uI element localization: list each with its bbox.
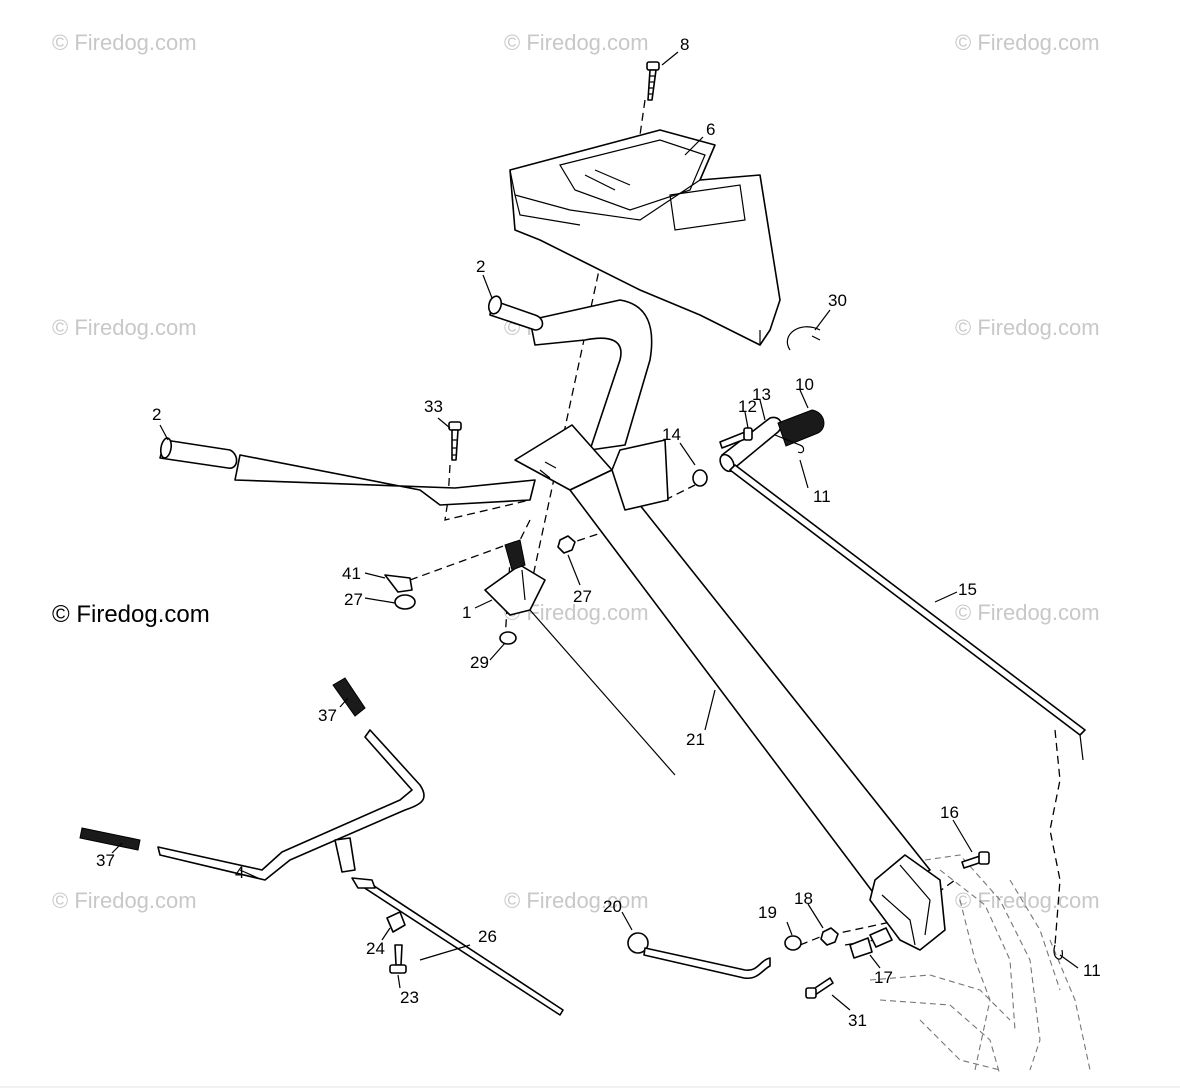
part-11-pin-top	[774, 434, 805, 454]
watermark-top-center: © Firedog.com	[504, 30, 649, 55]
callout-13: 13	[752, 385, 771, 404]
callout-41: 41	[342, 564, 361, 583]
callout-21: 21	[686, 730, 705, 749]
part-2-grip-top	[487, 295, 544, 331]
callout-17: 17	[874, 968, 893, 987]
callout-6: 6	[706, 120, 715, 139]
part-1-bracket	[484, 539, 676, 776]
part-41-clip	[384, 574, 413, 593]
callout-10: 10	[795, 375, 814, 394]
callout-11-top: 11	[813, 487, 831, 506]
watermark-mid-left: © Firedog.com	[52, 315, 197, 340]
callout-27-mid: 27	[573, 587, 592, 606]
part-27-nut-mid	[557, 535, 576, 554]
watermark-bottom-center: © Firedog.com	[504, 888, 649, 913]
callout-27-left: 27	[344, 590, 363, 609]
part-14-spacer	[692, 469, 708, 487]
callout-23: 23	[400, 988, 419, 1007]
watermark-bottom-left: © Firedog.com	[52, 888, 197, 913]
watermark-mid-right: © Firedog.com	[955, 315, 1100, 340]
watermark-top-right: © Firedog.com	[955, 30, 1100, 55]
callout-16: 16	[940, 803, 959, 822]
callout-4: 4	[235, 863, 244, 882]
callout-11-bottom: 11	[1083, 961, 1101, 980]
callout-8: 8	[680, 35, 689, 54]
callout-30: 30	[828, 291, 847, 310]
callout-31: 31	[848, 1011, 867, 1030]
part-27-nut-left	[394, 594, 416, 610]
callout-19: 19	[758, 903, 777, 922]
part-4-lower-handle	[157, 729, 425, 881]
callout-26: 26	[478, 927, 497, 946]
part-23-bolt	[389, 944, 407, 974]
part-30-clip	[786, 326, 821, 351]
part-6-control-panel	[509, 129, 781, 346]
callout-18: 18	[794, 889, 813, 908]
part-31-bolt	[805, 977, 834, 999]
part-37-grip-left	[79, 827, 141, 851]
part-2-grip-left	[159, 437, 238, 469]
callout-24: 24	[366, 939, 385, 958]
part-19-washer	[784, 935, 802, 951]
callout-14: 14	[662, 425, 681, 444]
tiller-frame-outline	[869, 854, 1091, 1076]
part-21-handle-tube	[514, 424, 946, 951]
callout-2-left: 2	[152, 405, 161, 424]
part-10-grip	[777, 409, 825, 447]
callout-37-left: 37	[96, 851, 115, 870]
callout-2-top: 2	[476, 257, 485, 276]
callout-15: 15	[958, 580, 977, 599]
callout-1: 1	[462, 603, 471, 622]
part-29-nut	[499, 631, 517, 645]
part-20-lever	[627, 932, 771, 980]
callout-labels: 8 6 2 30 2 33 12 13 10 14 11 41 27 27 1 …	[96, 35, 1101, 1030]
part-8-screw	[646, 61, 660, 101]
watermark-main: © Firedog.com	[52, 601, 210, 628]
callout-37-top: 37	[318, 706, 337, 725]
watermark-top-left: © Firedog.com	[52, 30, 197, 55]
leader-lines	[111, 51, 1079, 1011]
part-11-pin-bottom	[1053, 944, 1063, 960]
part-16-bolt	[961, 851, 990, 869]
callout-33: 33	[424, 397, 443, 416]
part-17-bushings	[849, 927, 893, 959]
part-18-nut	[820, 927, 839, 946]
handlebar-upper	[234, 299, 653, 506]
part-24-clip	[386, 911, 406, 933]
callout-29: 29	[470, 653, 489, 672]
callout-20: 20	[603, 897, 622, 916]
part-37-grip-top	[332, 677, 366, 717]
callout-12: 12	[738, 397, 757, 416]
part-33-bolt	[448, 421, 462, 461]
watermark-center-right: © Firedog.com	[955, 600, 1100, 625]
part-15-rod	[729, 464, 1086, 761]
